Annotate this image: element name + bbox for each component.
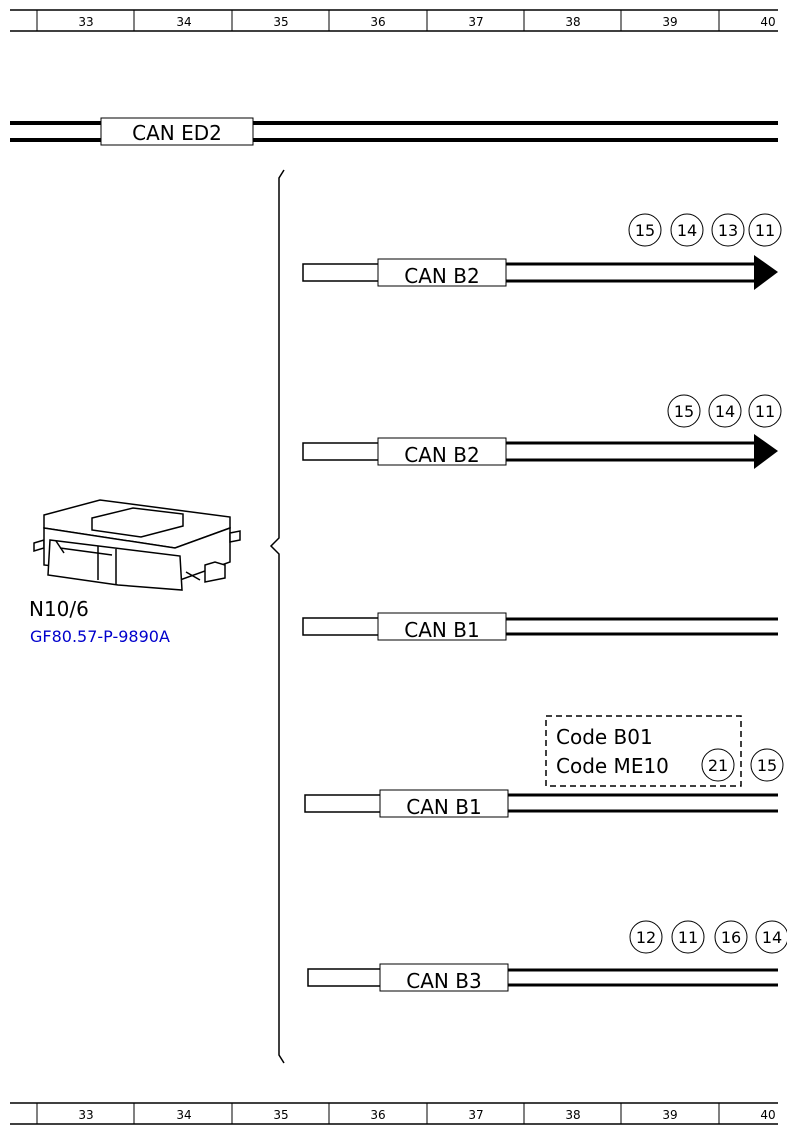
module-ref-link[interactable]: GF80.57-P-9890A bbox=[30, 627, 170, 646]
marker-11[interactable]: 11 bbox=[755, 221, 775, 240]
ruler-bottom-34: 34 bbox=[176, 1108, 191, 1122]
can-b3-line: CAN B3 12 11 16 14 bbox=[307, 920, 787, 993]
brace bbox=[269, 169, 285, 1064]
ruler-top-33: 33 bbox=[78, 15, 93, 29]
can-ed2-bus: CAN ED2 bbox=[10, 117, 778, 146]
marker-14[interactable]: 14 bbox=[715, 402, 735, 421]
code-b01: Code B01 bbox=[556, 725, 653, 749]
ruler-top-36: 36 bbox=[370, 15, 385, 29]
module-id: N10/6 bbox=[29, 597, 89, 621]
can-b1-line-1: CAN B1 bbox=[302, 612, 778, 642]
marker-11[interactable]: 11 bbox=[755, 402, 775, 421]
marker-15[interactable]: 15 bbox=[674, 402, 694, 421]
marker-13[interactable]: 13 bbox=[718, 221, 738, 240]
marker-21[interactable]: 21 bbox=[708, 756, 728, 775]
marker-14[interactable]: 14 bbox=[677, 221, 697, 240]
ruler-top-38: 38 bbox=[565, 15, 580, 29]
marker-16[interactable]: 16 bbox=[721, 928, 741, 947]
marker-12[interactable]: 12 bbox=[636, 928, 656, 947]
top-ruler: 33 34 35 36 37 38 39 40 bbox=[10, 9, 778, 32]
can-b2-label-2: CAN B2 bbox=[404, 443, 479, 467]
can-b3-label: CAN B3 bbox=[406, 969, 481, 993]
ruler-bottom-35: 35 bbox=[273, 1108, 288, 1122]
can-b1-label-1: CAN B1 bbox=[404, 618, 479, 642]
marker-15[interactable]: 15 bbox=[635, 221, 655, 240]
ruler-bottom-37: 37 bbox=[468, 1108, 483, 1122]
ruler-bottom-33: 33 bbox=[78, 1108, 93, 1122]
can-b2-line-1: CAN B2 15 14 13 11 bbox=[302, 213, 782, 290]
can-b2-label-1: CAN B2 bbox=[404, 264, 479, 288]
marker-11[interactable]: 11 bbox=[678, 928, 698, 947]
can-b2-line-2: CAN B2 15 14 11 bbox=[302, 394, 782, 469]
code-me10: Code ME10 bbox=[556, 754, 669, 778]
marker-15[interactable]: 15 bbox=[757, 756, 777, 775]
can-b1-line-2: CAN B1 Code B01 Code ME10 21 15 bbox=[304, 715, 784, 819]
marker-14[interactable]: 14 bbox=[762, 928, 782, 947]
ruler-bottom-36: 36 bbox=[370, 1108, 385, 1122]
bottom-ruler: 33 34 35 36 37 38 39 40 bbox=[10, 1102, 778, 1125]
ruler-top-35: 35 bbox=[273, 15, 288, 29]
ruler-bottom-38: 38 bbox=[565, 1108, 580, 1122]
ruler-bottom-40: 40 bbox=[760, 1108, 775, 1122]
ruler-top-40: 40 bbox=[760, 15, 775, 29]
ruler-bottom-39: 39 bbox=[662, 1108, 677, 1122]
can-b1-label-2: CAN B1 bbox=[406, 795, 481, 819]
ruler-top-34: 34 bbox=[176, 15, 191, 29]
ruler-top-39: 39 bbox=[662, 15, 677, 29]
ruler-top-37: 37 bbox=[468, 15, 483, 29]
can-ed2-label: CAN ED2 bbox=[132, 121, 222, 145]
control-module-image bbox=[33, 499, 241, 591]
